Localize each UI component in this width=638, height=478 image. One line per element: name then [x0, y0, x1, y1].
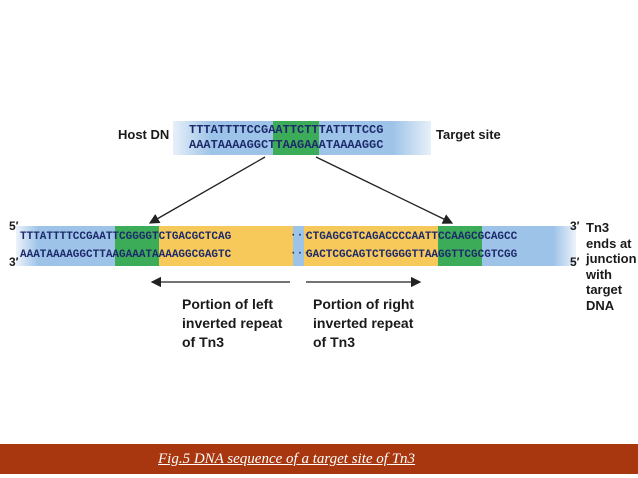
figure-caption: Fig.5 DNA sequence of a target site of T… — [158, 451, 416, 467]
side-note-line: DNA — [586, 297, 615, 313]
host-dna-label: Host DN — [118, 127, 170, 142]
five-prime-top: 5′ — [9, 219, 19, 233]
left-insert-arrow — [148, 156, 266, 224]
left-repeat-line: Portion of left — [182, 296, 273, 312]
side-note-line: junction — [586, 251, 637, 266]
left-repeat-line: of Tn3 — [182, 334, 224, 350]
gap-bottom: ··· — [290, 248, 310, 260]
junction-band-blue — [16, 226, 576, 266]
right-site-green — [438, 226, 482, 266]
junction-top-left: TTTATTTTCCGAATTCGGGGTCTGACGCTCAG — [20, 231, 232, 243]
side-note-line: with — [586, 266, 612, 282]
five-prime-bottom: 5′ — [570, 255, 580, 269]
host-band-green — [273, 121, 319, 155]
side-note: Tn3 ends at junction with target DNA — [586, 220, 637, 313]
left-tn3-yellow — [159, 226, 293, 266]
junction-top-right: CTGAGCGTCAGACCCCAATTCCAAGCGCAGCC — [306, 231, 518, 243]
three-prime-top: 3′ — [570, 219, 580, 233]
caption-bar: Fig.5 DNA sequence of a target site of T… — [0, 444, 638, 474]
right-repeat-line: inverted repeat — [313, 315, 414, 331]
right-repeat-label: Portion of right inverted repeat of Tn3 — [313, 295, 414, 352]
junction-bottom-left: AAATAAAAGGCTTAAGAAATAAAAGGCGAGTC — [20, 249, 232, 261]
side-note-line: target — [586, 282, 623, 297]
host-strand-bottom: AAATAAAAGGCTTAAGAAATAAAAGGC — [189, 138, 384, 152]
right-repeat-line: of Tn3 — [313, 334, 355, 350]
side-note-line: Tn3 — [586, 220, 610, 235]
left-site-green — [115, 226, 159, 266]
right-tn3-yellow — [304, 226, 438, 266]
junction-bottom-right: GACTCGCAGTCTGGGGTTAAGGTTCGCGTCGG — [306, 249, 518, 261]
gap-top: ··· — [290, 230, 310, 242]
host-strand-top: TTTATTTTCCGAATTCTTTATTTTCCG — [189, 123, 384, 137]
left-repeat-label: Portion of left inverted repeat of Tn3 — [182, 295, 282, 352]
right-repeat-line: Portion of right — [313, 296, 415, 312]
right-insert-arrow — [315, 156, 454, 224]
side-note-line: ends at — [586, 235, 632, 251]
three-prime-bottom: 3′ — [9, 255, 19, 269]
left-repeat-line: inverted repeat — [182, 315, 283, 331]
target-site-label: Target site — [436, 127, 501, 142]
